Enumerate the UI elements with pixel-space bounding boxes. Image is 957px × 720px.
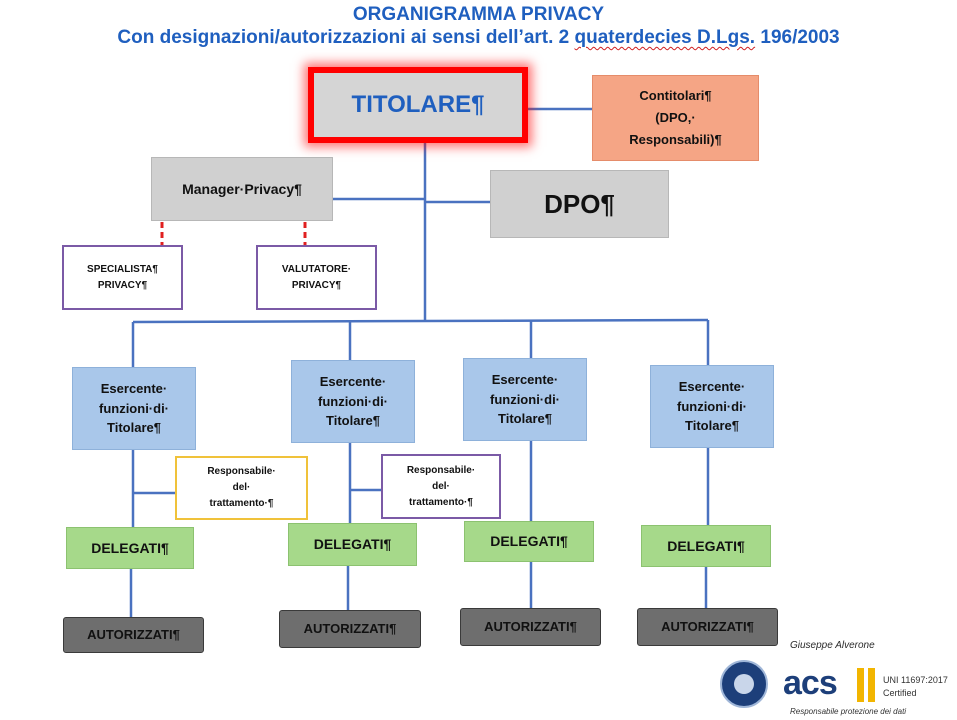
manager-privacy-box: Manager·Privacy¶ [151,157,333,221]
esercente-label: Esercente· funzioni·di· Titolare¶ [98,381,170,436]
delegati-box: DELEGATI¶ [288,523,417,566]
esercente-box: Esercente· funzioni·di· Titolare¶ [463,358,587,441]
esercente-box: Esercente· funzioni·di· Titolare¶ [72,367,196,450]
titolare-label: TITOLARE¶ [351,91,485,118]
autorizzati-label: AUTORIZZATI¶ [87,627,180,643]
signature-text: Giuseppe Alverone [790,640,875,651]
esercente-label: Esercente· funzioni·di· Titolare¶ [317,374,389,429]
specialista-privacy-box: SPECIALISTA¶ PRIVACY¶ [62,245,183,310]
diagram-subtitle: Con designazioni/autorizzazioni ai sensi… [117,27,840,48]
dpo-label: DPO¶ [544,188,615,219]
dpo-box: DPO¶ [490,170,669,238]
contitolari-label: Contitolari¶ (DPO,· Responsabili)¶ [629,87,722,148]
accredia-seal-icon [720,660,768,708]
acs-logo-bar [857,668,864,702]
diagram-title: ORGANIGRAMMA PRIVACY [352,4,605,25]
delegati-label: DELEGATI¶ [91,539,169,556]
delegati-box: DELEGATI¶ [641,525,771,567]
responsabile-box: Responsabile· del· trattamento·¶ [381,454,501,519]
autorizzati-box: AUTORIZZATI¶ [637,608,778,646]
delegati-label: DELEGATI¶ [667,537,745,554]
delegati-box: DELEGATI¶ [464,521,594,562]
delegati-label: DELEGATI¶ [313,536,392,552]
autorizzati-box: AUTORIZZATI¶ [460,608,601,646]
certification-text: UNI 11697:2017 Certified [883,675,948,698]
contitolari-box: Contitolari¶ (DPO,· Responsabili)¶ [592,75,759,161]
valutatore-privacy-label: VALUTATORE· PRIVACY¶ [281,263,352,291]
valutatore-privacy-box: VALUTATORE· PRIVACY¶ [256,245,377,310]
esercente-box: Esercente· funzioni·di· Titolare¶ [291,360,415,443]
responsabile-label: Responsabile· del· trattamento·¶ [207,466,276,509]
autorizzati-label: AUTORIZZATI¶ [303,621,397,637]
autorizzati-label: AUTORIZZATI¶ [484,619,577,635]
esercente-label: Esercente· funzioni·di· Titolare¶ [676,379,748,434]
connector-distribution [132,318,709,324]
autorizzati-box: AUTORIZZATI¶ [63,617,204,653]
delegati-box: DELEGATI¶ [66,527,194,569]
responsabile-box: Responsabile· del· trattamento·¶ [175,456,308,520]
autorizzati-label: AUTORIZZATI¶ [661,619,754,635]
autorizzati-box: AUTORIZZATI¶ [279,610,421,648]
acs-logo-bar [868,668,875,702]
titolare-box: TITOLARE¶ [308,67,528,143]
manager-privacy-label: Manager·Privacy¶ [182,180,302,197]
acs-logo: acs [783,664,838,702]
logo-tagline: Responsabile protezione dei dati [790,707,907,716]
esercente-box: Esercente· funzioni·di· Titolare¶ [650,365,774,448]
delegati-label: DELEGATI¶ [490,533,568,549]
responsabile-label: Responsabile· del· trattamento·¶ [406,464,476,508]
specialista-privacy-label: SPECIALISTA¶ PRIVACY¶ [87,263,158,291]
esercente-label: Esercente· funzioni·di· Titolare¶ [489,372,561,427]
